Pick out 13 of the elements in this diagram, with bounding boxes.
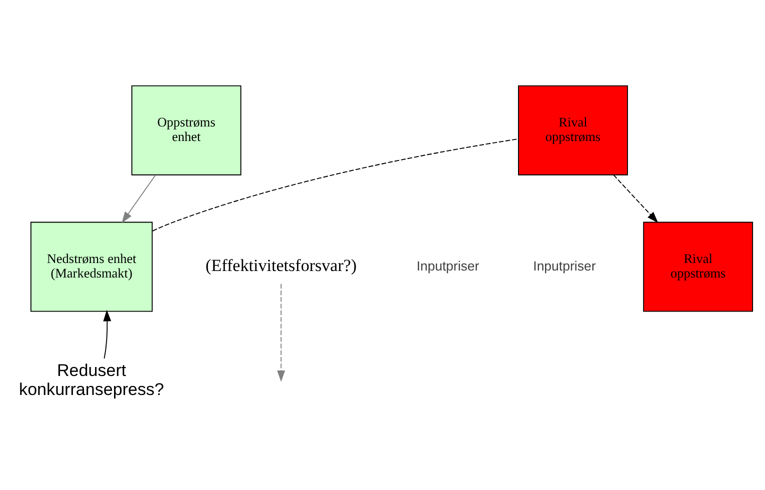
- node-text: Redusert konkurransepress?: [19, 361, 164, 400]
- node-text: (Effektivitetsforsvar?): [206, 256, 357, 275]
- node-box: Rival oppstrøms: [643, 222, 754, 312]
- node-box: Nedstrøms enhet (Markedsmakt): [30, 222, 153, 312]
- node-box: Rival oppstrøms: [518, 85, 628, 176]
- arrow: [122, 174, 156, 224]
- arrow: [103, 310, 112, 359]
- arrow: [613, 174, 658, 223]
- label: Inputpriser: [416, 258, 480, 274]
- arrow: [277, 283, 286, 382]
- connector: [152, 138, 519, 232]
- node-box: Oppstrøms enhet: [131, 85, 242, 176]
- label: Inputpriser: [533, 258, 596, 274]
